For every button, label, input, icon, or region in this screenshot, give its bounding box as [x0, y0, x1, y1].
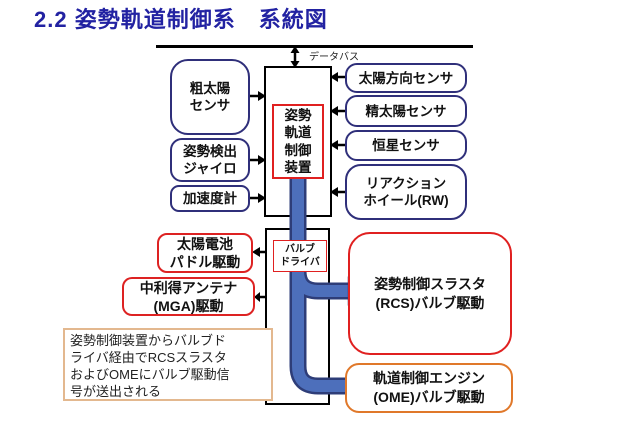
star-sensor-label: 恒星センサ — [372, 138, 440, 153]
accelerometer-label: 加速度計 — [183, 191, 237, 206]
coarse-sun-sensor-label: 粗太陽 センサ — [189, 81, 231, 113]
fine-sun-sensor-box: 精太陽センサ — [345, 95, 467, 127]
rcs-valve-drive-box: 姿勢制御スラスタ (RCS)バルブ駆動 — [348, 232, 512, 355]
attitude-orbit-controller-label: 姿勢 軌道 制御 装置 — [284, 107, 312, 176]
accelerometer-box: 加速度計 — [170, 185, 250, 212]
attitude-gyro-box: 姿勢検出 ジャイロ — [170, 138, 250, 182]
valve-driver-box: バルブ ドライバ — [273, 240, 327, 272]
note-text: 姿勢制御装置からバルブド ライバ経由でRCSスラスタ およびOMEにバルブ駆動信… — [70, 333, 230, 399]
right-sensor-arrows — [330, 72, 346, 197]
attitude-gyro-label: 姿勢検出 ジャイロ — [183, 144, 237, 176]
note-box: 姿勢制御装置からバルブド ライバ経由でRCSスラスタ およびOMEにバルブ駆動信… — [63, 328, 273, 401]
mga-drive-label: 中利得アンテナ (MGA)駆動 — [139, 279, 238, 314]
ome-valve-drive-box: 軌道制御エンジン (OME)バルブ駆動 — [345, 363, 513, 413]
reaction-wheel-label: リアクション ホイール(RW) — [363, 176, 449, 208]
ome-valve-drive-label: 軌道制御エンジン (OME)バルブ駆動 — [373, 370, 485, 405]
star-sensor-box: 恒星センサ — [345, 130, 467, 161]
solar-paddle-drive-label: 太陽電池 パドル駆動 — [169, 236, 241, 270]
page-title: 2.2 姿勢軌道制御系 系統図 — [34, 7, 328, 32]
coarse-sun-sensor-box: 粗太陽 センサ — [170, 59, 250, 135]
data-bus-line — [156, 45, 473, 48]
sun-direction-sensor-label: 太陽方向センサ — [358, 70, 454, 86]
attitude-orbit-controller-box: 姿勢 軌道 制御 装置 — [272, 104, 324, 179]
solar-paddle-drive-box: 太陽電池 パドル駆動 — [157, 233, 253, 273]
data-bus-label: データバス — [309, 52, 359, 63]
mga-drive-box: 中利得アンテナ (MGA)駆動 — [122, 277, 255, 316]
sun-direction-sensor-box: 太陽方向センサ — [345, 63, 467, 93]
valve-driver-label: バルブ ドライバ — [280, 244, 320, 268]
reaction-wheel-box: リアクション ホイール(RW) — [345, 164, 467, 220]
data-bus-arrow — [290, 46, 300, 68]
fine-sun-sensor-label: 精太陽センサ — [365, 103, 447, 119]
rcs-valve-drive-label: 姿勢制御スラスタ (RCS)バルブ駆動 — [374, 275, 486, 311]
